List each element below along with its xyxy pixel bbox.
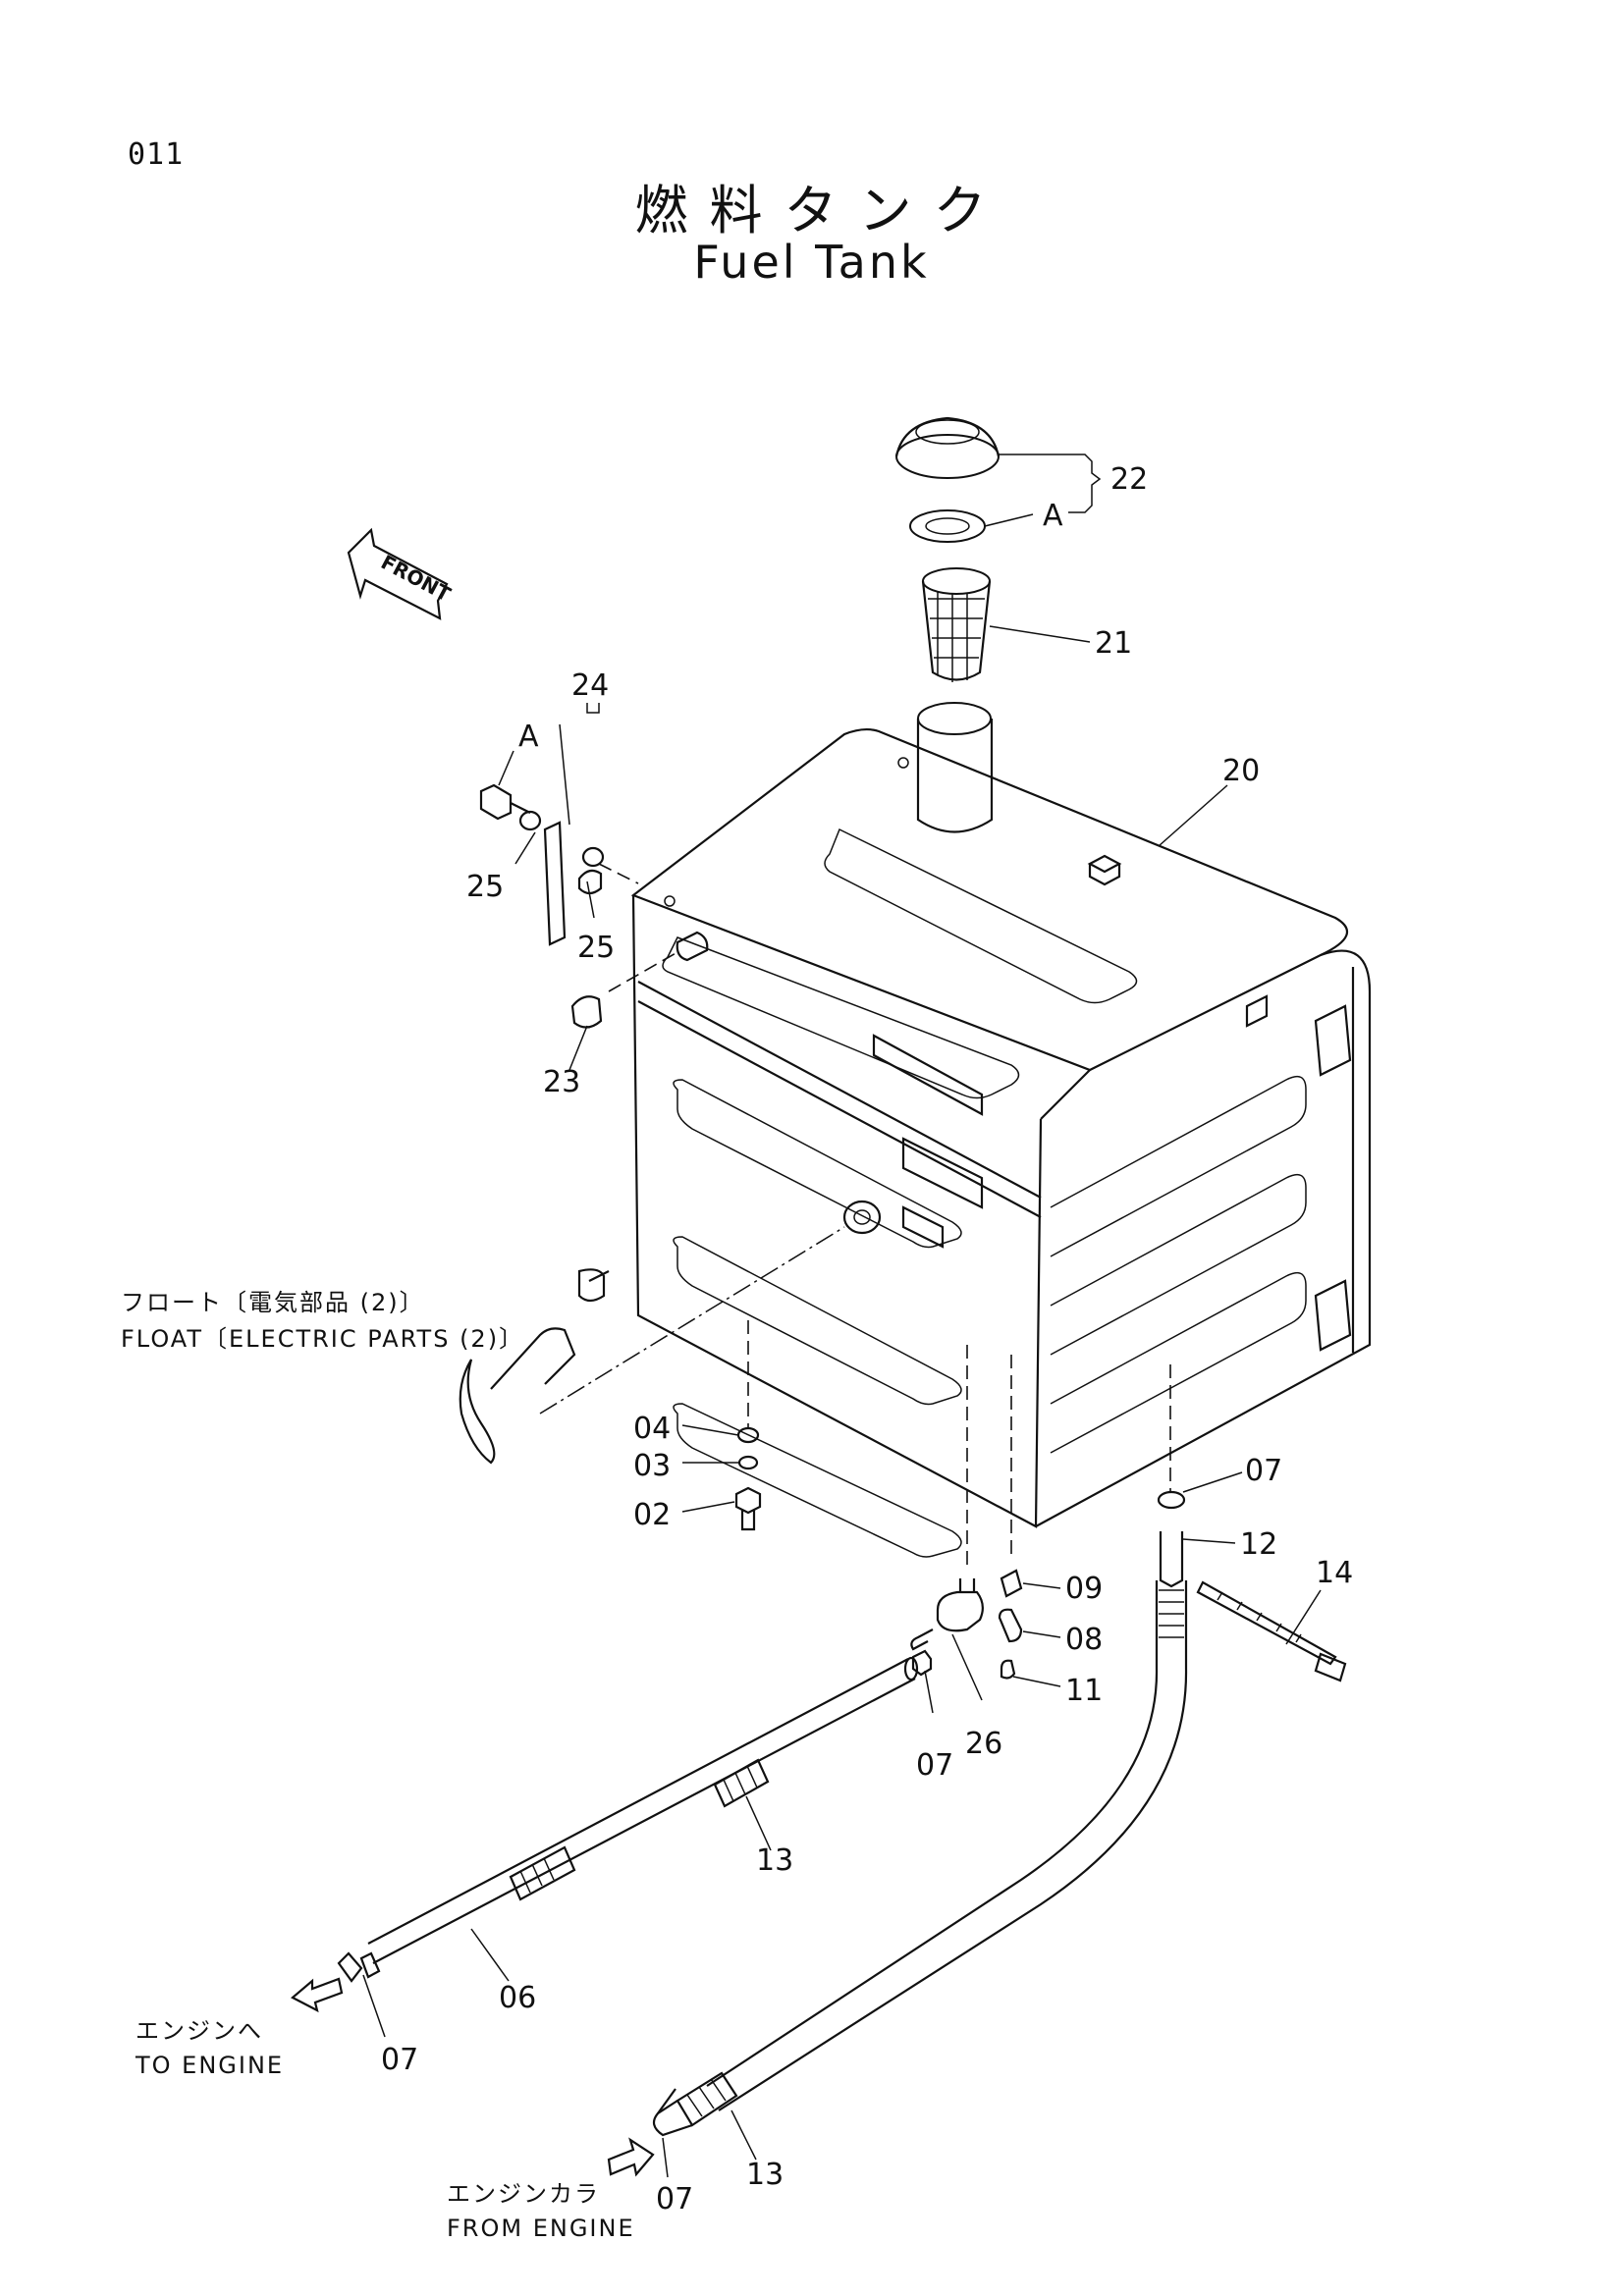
from-engine-label-japanese: エンジンカラ bbox=[447, 2180, 600, 2208]
callout-21: 21 bbox=[1095, 626, 1132, 661]
annotation-labels: フロート〔電気部品 (2)〕 FLOAT〔ELECTRIC PARTS (2)〕… bbox=[121, 1289, 635, 2242]
to-engine-label-japanese: エンジンへ bbox=[135, 2017, 263, 2045]
callout-02: 02 bbox=[633, 1498, 671, 1532]
bolt-washer-set bbox=[734, 1320, 762, 1531]
callout-07-fitting: 07 bbox=[916, 1748, 953, 1783]
callout-25-right: 25 bbox=[577, 931, 615, 965]
float-label-english: FLOAT〔ELECTRIC PARTS (2)〕 bbox=[121, 1325, 524, 1353]
float-label-japanese: フロート〔電気部品 (2)〕 bbox=[121, 1289, 425, 1316]
cap-part bbox=[894, 416, 1001, 543]
callout-08: 08 bbox=[1065, 1623, 1103, 1657]
filler-neck bbox=[916, 702, 994, 833]
leader-lines bbox=[362, 454, 1322, 2178]
from-engine-label-english: FROM ENGINE bbox=[447, 2215, 635, 2242]
callout-11: 11 bbox=[1065, 1674, 1103, 1708]
fuel-tank-body bbox=[630, 727, 1372, 1558]
title-japanese: 燃料タンク bbox=[634, 180, 1008, 241]
callout-24: 24 bbox=[571, 668, 609, 703]
group-marker-a: A bbox=[1043, 499, 1063, 533]
callout-06: 06 bbox=[499, 1981, 536, 2015]
callout-07-to-engine: 07 bbox=[381, 2043, 418, 2077]
outlet-fittings bbox=[910, 1345, 1023, 1680]
float-sender bbox=[459, 1200, 882, 1465]
callout-26: 26 bbox=[965, 1727, 1002, 1761]
callout-12: 12 bbox=[1240, 1527, 1277, 1562]
to-engine-arrow bbox=[291, 1977, 344, 2013]
front-arrow: FRONT bbox=[347, 527, 455, 620]
callout-03: 03 bbox=[633, 1449, 671, 1483]
callout-22: 22 bbox=[1110, 462, 1148, 497]
callout-09: 09 bbox=[1065, 1572, 1103, 1606]
callout-13-upper: 13 bbox=[756, 1843, 793, 1878]
callout-23: 23 bbox=[543, 1065, 580, 1099]
from-engine-arrow bbox=[607, 2137, 655, 2177]
page-number: 011 bbox=[128, 137, 185, 172]
callout-14: 14 bbox=[1316, 1556, 1353, 1590]
drain-plug bbox=[570, 931, 709, 1029]
title-english: Fuel Tank bbox=[693, 236, 930, 289]
callout-25-left: 25 bbox=[466, 870, 504, 904]
callout-numbers: 22 A 21 20 24 A 25 25 23 04 03 02 07 12 … bbox=[381, 462, 1353, 2216]
feed-pipe bbox=[337, 1656, 919, 1983]
group-marker-a-bracket: A bbox=[518, 720, 539, 754]
cable-tie-part bbox=[1196, 1580, 1347, 1682]
to-engine-label-english: TO ENGINE bbox=[135, 2052, 284, 2079]
callout-20: 20 bbox=[1222, 754, 1260, 788]
bracket-parts bbox=[479, 783, 639, 946]
strainer-part bbox=[921, 567, 992, 682]
callout-07-from-engine: 07 bbox=[656, 2182, 693, 2216]
return-hose bbox=[652, 1364, 1188, 2137]
callout-04: 04 bbox=[633, 1412, 671, 1446]
callout-07-hose: 07 bbox=[1245, 1454, 1282, 1488]
front-label: FRONT bbox=[377, 550, 455, 606]
callout-13-lower: 13 bbox=[746, 2158, 784, 2192]
